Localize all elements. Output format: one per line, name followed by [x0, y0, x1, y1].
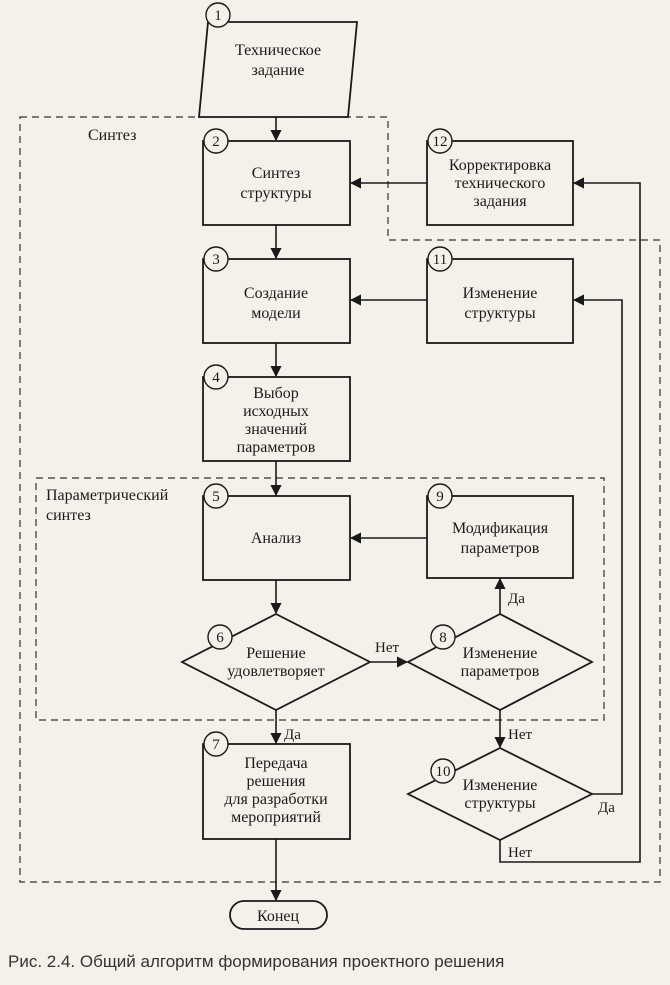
block-7-line-4: мероприятий [231, 809, 321, 826]
block-11-number-badge [427, 246, 453, 272]
block-6-line-1: Решение [246, 645, 305, 662]
block-9-number-badge [427, 483, 453, 509]
block-12-number: 12 [433, 134, 448, 150]
parametric-region-label-2: синтез [46, 507, 91, 524]
edge-label-6-no: Нет [375, 640, 399, 656]
block-7-line-1: Передача [244, 755, 307, 772]
block-5-number-badge [203, 483, 229, 509]
block-6-shape [180, 612, 372, 712]
block-8-line-2: параметров [461, 663, 540, 680]
block-2-line-2: структуры [240, 185, 311, 202]
block-11-number: 11 [433, 252, 447, 268]
block-3-number: 3 [212, 252, 220, 268]
block-9-line-2: параметров [461, 540, 540, 557]
block-2-shape [202, 140, 351, 226]
parametric-region [35, 477, 605, 721]
block-6-line-2: удовлетворяет [227, 663, 324, 680]
block-3-number-badge [203, 246, 229, 272]
block-2-number: 2 [212, 134, 220, 150]
block-1-line-2: задание [252, 62, 305, 79]
block-4-number-badge [203, 364, 229, 390]
block-2-line-1: Синтез [252, 165, 300, 182]
block-12-number-badge [427, 128, 453, 154]
end-terminator-label: Конец [257, 908, 300, 925]
block-11-line-2: структуры [464, 305, 535, 322]
block-8-number: 8 [439, 630, 447, 646]
block-12-line-1: Корректировка [449, 157, 551, 174]
block-7-number: 7 [212, 737, 220, 753]
block-1-shape [198, 21, 358, 118]
block-7-line-2: решения [246, 773, 306, 790]
block-1-number-badge [205, 2, 231, 28]
block-4-line-1: Выбор [253, 385, 299, 402]
block-1-number: 1 [214, 8, 222, 24]
block-4-line-4: параметров [237, 439, 316, 456]
block-8-line-1: Изменение [463, 645, 538, 662]
block-4-number: 4 [212, 370, 220, 386]
block-11-line-1: Изменение [463, 285, 538, 302]
block-5-number: 5 [212, 489, 220, 505]
edge-label-10-yes: Да [598, 800, 615, 816]
edge-label-10-no: Нет [508, 845, 532, 861]
arrow-10-yes-to-11 [572, 294, 623, 795]
block-4-line-2: исходных [243, 403, 309, 420]
synthesis-region [19, 116, 661, 883]
block-7-line-3: для разработки [224, 791, 328, 808]
block-12-line-3: задания [473, 193, 527, 210]
synthesis-region-label: Синтез [88, 127, 136, 144]
arrow-10-no-to-12 [499, 177, 641, 863]
figure-caption: Рис. 2.4. Общий алгоритм формирования пр… [8, 952, 505, 971]
edge-label-8-no: Нет [508, 727, 532, 743]
edge-label-6-yes: Да [284, 727, 301, 743]
edge-label-8-yes: Да [508, 591, 525, 607]
block-12-line-2: технического [455, 175, 546, 192]
block-5-line-1: Анализ [251, 530, 301, 547]
parametric-region-label-1: Параметрический [46, 487, 169, 504]
block-12-shape [426, 140, 574, 226]
block-6-number-badge [207, 624, 233, 650]
block-2-number-badge [203, 128, 229, 154]
block-1-line-1: Техническое [235, 42, 321, 59]
block-10-line-1: Изменение [463, 777, 538, 794]
block-7-number-badge [203, 731, 229, 757]
block-9-line-1: Модификация [452, 520, 549, 537]
block-3-line-1: Создание [244, 285, 308, 302]
block-3-line-2: модели [251, 305, 301, 322]
flowchart: Синтез Параметрический синтез Техническо… [19, 2, 661, 930]
block-10-number: 10 [436, 764, 451, 780]
block-10-number-badge [430, 758, 456, 784]
block-10-line-2: структуры [464, 795, 535, 812]
block-9-number: 9 [436, 489, 444, 505]
block-4-line-3: значений [245, 421, 308, 438]
block-6-number: 6 [216, 630, 224, 646]
block-8-number-badge [430, 624, 456, 650]
block-9-shape [426, 495, 574, 579]
